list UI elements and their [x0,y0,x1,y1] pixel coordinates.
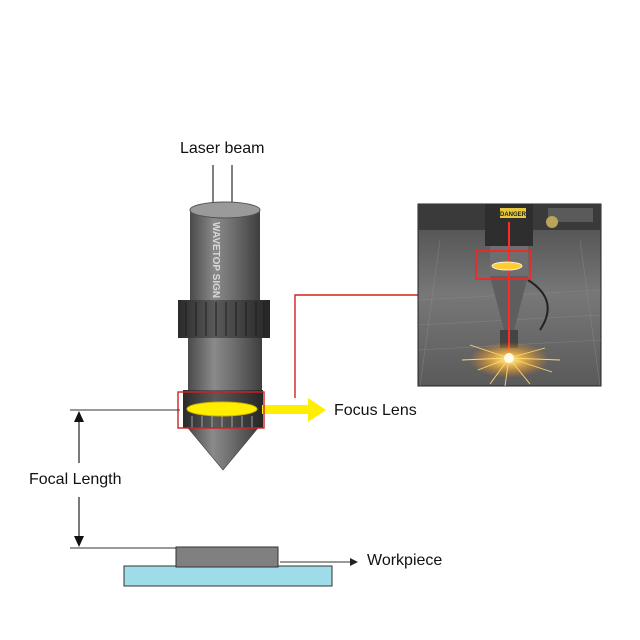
workpiece [123,546,333,587]
laser-head-photo: DANGER [417,203,602,387]
focus-lens [186,401,258,417]
laser-beam-label: Laser beam [180,140,265,157]
warning-tag [500,208,526,218]
focal-length-label: Focal Length [29,471,122,488]
laser-nozzle: WAVETOP SIGN [178,201,270,471]
focus-lens-label: Focus Lens [334,402,417,419]
warning-tag-text: DANGER [500,212,527,218]
focal-length-dimension [70,409,180,549]
workpiece-label: Workpiece [367,552,443,569]
focus-lens-arrow [262,398,326,422]
nozzle-brand-text: WAVETOP SIGN [210,222,221,298]
workpiece-arrow [280,558,358,566]
callout-connector [294,294,418,398]
laser-beam-lines [212,165,233,205]
